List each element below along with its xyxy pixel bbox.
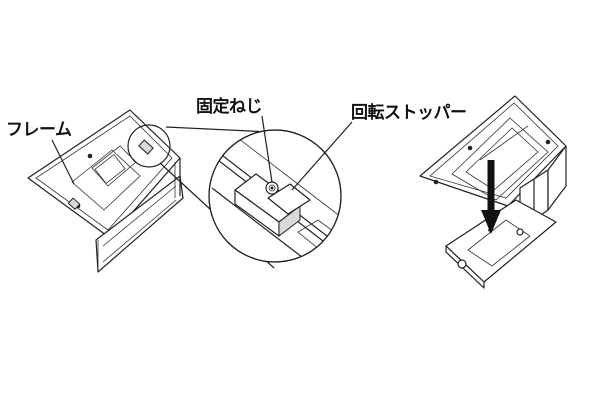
frame-label: フレーム: [6, 120, 72, 140]
fixing-screw-label: 固定ねじ: [196, 97, 263, 117]
rotation-stopper-label: 回転ストッパー: [351, 103, 467, 123]
zoom-detail: [208, 115, 353, 263]
right-frame-assembly: [419, 95, 567, 289]
left-frame-assembly: [27, 109, 184, 273]
